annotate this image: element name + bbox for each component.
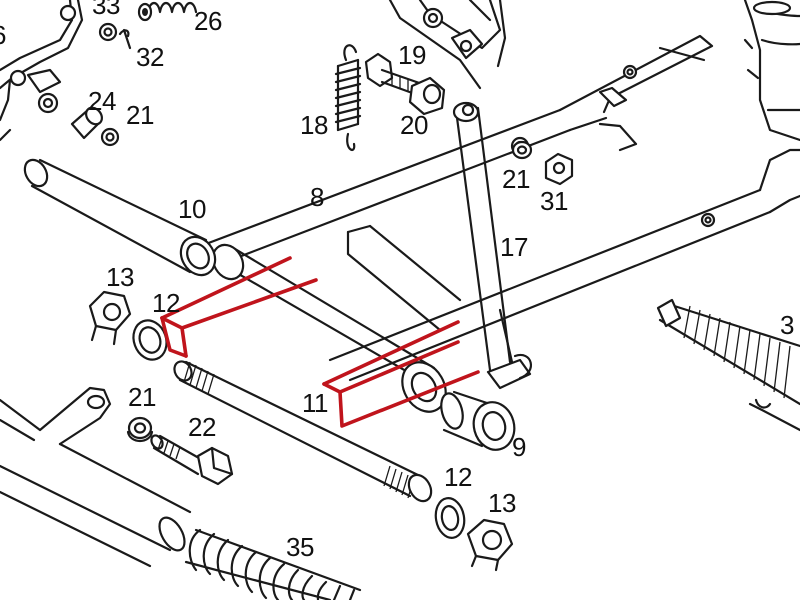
tube-10 (23, 158, 217, 277)
nut-20 (408, 76, 446, 116)
upper-frame-bracket (388, 0, 507, 90)
nut-13a (88, 290, 132, 346)
bushing-9 (440, 390, 516, 451)
spring-35 (184, 528, 362, 600)
red-highlight-frame-arms (160, 256, 480, 428)
nut-31 (544, 152, 574, 186)
callout-22: 22 (188, 412, 216, 442)
washer-21b (511, 140, 533, 160)
callout-24: 24 (88, 86, 116, 116)
callout-8: 8 (310, 182, 324, 212)
callout-13-lower: 13 (488, 488, 516, 518)
callout-26: 26 (194, 6, 222, 36)
pin-32 (118, 28, 132, 50)
callout-35: 35 (286, 532, 314, 562)
callout-21-top: 21 (126, 100, 154, 130)
callout-10: 10 (178, 194, 206, 224)
callout-33: 33 (92, 0, 120, 20)
callout-17: 17 (500, 232, 528, 262)
nut-13b (466, 518, 514, 572)
callout-32: 32 (136, 42, 164, 72)
callout-9: 9 (512, 432, 526, 462)
left-bracket (0, 0, 84, 142)
callout-20: 20 (400, 110, 428, 140)
callout-11: 11 (302, 388, 328, 418)
washer-21a (100, 127, 120, 147)
callout-19: 19 (398, 40, 426, 70)
stand-arm-17 (452, 101, 532, 390)
frame-8 (188, 34, 800, 413)
spring-18 (334, 44, 362, 151)
spring-26 (137, 1, 198, 22)
footpeg-rubber (656, 298, 800, 432)
washer-21c (126, 416, 154, 443)
washer-33 (98, 22, 118, 42)
callout-3x: 3 (780, 310, 794, 340)
callout-21-lower: 21 (128, 382, 156, 412)
callout-13-top: 13 (106, 262, 134, 292)
callout-12-top: 12 (152, 288, 180, 318)
shaft-11 (173, 360, 433, 503)
upper-right-housing (743, 0, 800, 142)
bushing-24 (70, 106, 103, 140)
stand-plate (0, 386, 192, 568)
callout-18: 18 (300, 110, 328, 140)
callout-21-right: 21 (502, 164, 530, 194)
washer-12a (132, 319, 168, 361)
callout-labels: 33 26 32 19 18 20 24 21 10 8 21 31 17 13… (0, 0, 795, 562)
callout-12-lower: 12 (444, 462, 472, 492)
callout-6: 6 (0, 20, 6, 50)
callout-31: 31 (540, 186, 568, 216)
washer-12b (434, 497, 466, 539)
bolt-22 (150, 434, 234, 486)
